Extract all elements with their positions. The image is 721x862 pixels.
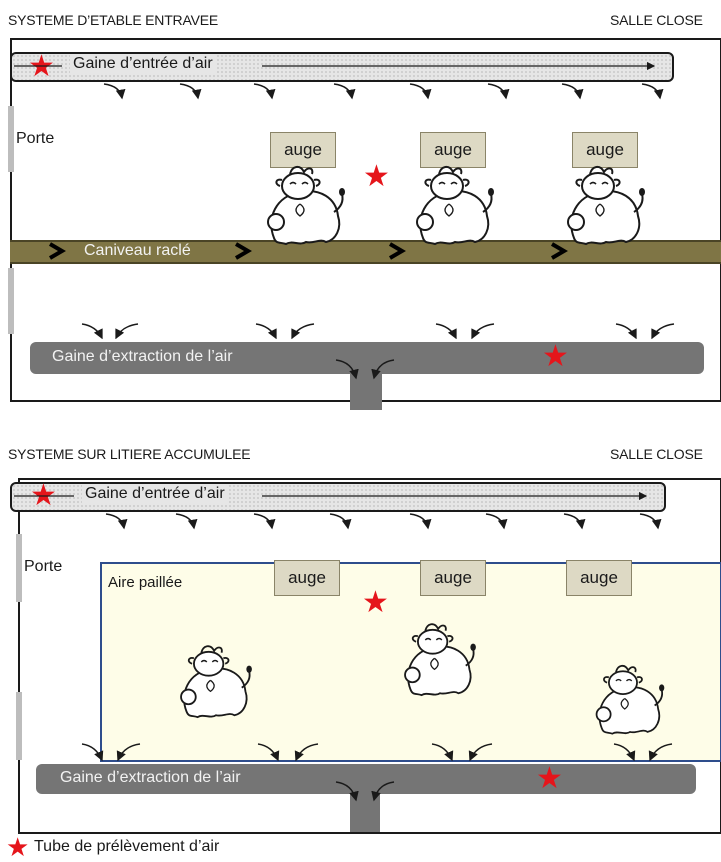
top-cow-3 — [567, 165, 646, 245]
bottom-door-lower — [16, 692, 22, 760]
top-intake-arrows — [103, 83, 664, 100]
top-door-upper — [8, 106, 14, 172]
bottom-extraction-arrows — [81, 743, 673, 802]
bottom-extraction-label: Gaine d’extraction de l’air — [60, 769, 241, 786]
bottom-diagram-title: SYSTEME SUR LITIERE ACCUMULEE — [8, 446, 251, 462]
top-diagram-title: SYSTEME D’ETABLE ENTRAVEE — [8, 12, 218, 28]
top-inlet-duct: Gaine d’entrée d’air — [10, 52, 674, 82]
legend-star-icon: ★ — [6, 832, 30, 862]
gutter-label: Caniveau raclé — [84, 242, 191, 259]
top-sampling-tube-extraction: ★ — [542, 340, 569, 373]
bottom-trough-3: auge — [566, 560, 632, 596]
bottom-inlet-label: Gaine d’entrée d’air — [82, 485, 228, 503]
top-door-label: Porte — [16, 130, 55, 147]
top-cow-1 — [267, 165, 346, 245]
bottom-cow-2 — [404, 623, 477, 697]
top-sampling-tube-stalls: ★ — [363, 160, 390, 193]
bottom-inlet-duct: Gaine d’entrée d’air — [10, 482, 666, 512]
top-room-type: SALLE CLOSE — [610, 12, 703, 28]
top-trough-3: auge — [572, 132, 638, 168]
bottom-extraction-duct: Gaine d’extraction de l’air — [36, 764, 696, 794]
top-extraction-duct: Gaine d’extraction de l’air — [30, 342, 704, 374]
bottom-sampling-tube-extraction: ★ — [536, 762, 563, 795]
bottom-trough-2: auge — [420, 560, 486, 596]
top-extraction-arrows — [81, 323, 675, 380]
gutter-chevrons — [48, 242, 568, 260]
top-inlet-label: Gaine d’entrée d’air — [70, 55, 216, 73]
bottom-trough-1: auge — [274, 560, 340, 596]
top-trough-2: auge — [420, 132, 486, 168]
bottom-door-upper — [16, 534, 22, 602]
bottom-intake-arrows — [105, 513, 662, 530]
straw-area-label: Aire paillée — [108, 574, 183, 591]
top-extraction-label: Gaine d’extraction de l’air — [52, 348, 233, 365]
bottom-sampling-tube-straw: ★ — [362, 586, 389, 619]
top-trough-1: auge — [270, 132, 336, 168]
legend-label: Tube de prélèvement d’air — [34, 838, 220, 855]
bottom-door-label: Porte — [24, 558, 63, 575]
top-cow-2 — [416, 165, 495, 245]
bottom-room-type: SALLE CLOSE — [610, 446, 703, 462]
top-door-lower — [8, 268, 14, 334]
bottom-cow-3 — [595, 664, 666, 735]
bottom-cow-1 — [180, 645, 253, 719]
